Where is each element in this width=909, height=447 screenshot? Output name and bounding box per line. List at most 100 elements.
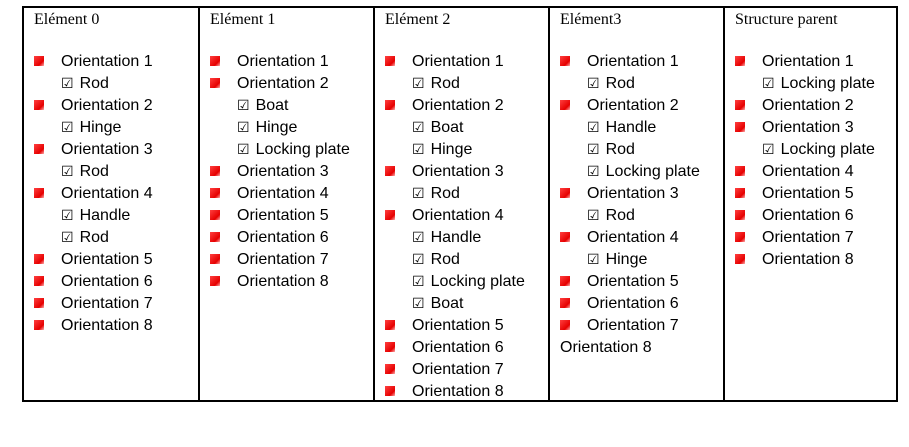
red-square-bullet-icon — [34, 55, 44, 66]
red-square-bullet-icon — [210, 253, 220, 264]
orientation-label: Orientation 5 — [237, 207, 329, 224]
checkbox-checked-icon: ☑ — [412, 76, 425, 92]
component-item: ☑Handle — [34, 205, 198, 227]
orientation-label: Orientation 5 — [61, 251, 153, 268]
checkbox-checked-icon: ☑ — [587, 208, 600, 224]
red-square-bullet-icon — [34, 297, 44, 308]
component-item: ☑ Locking plate — [560, 161, 723, 183]
orientation-item: Orientation 3 — [560, 183, 723, 205]
red-square-bullet-icon — [34, 143, 44, 154]
red-square-bullet-icon — [34, 275, 44, 286]
component-label: Rod — [79, 75, 109, 92]
component-item: ☑ Rod — [385, 73, 548, 95]
component-label: Rod — [430, 75, 460, 92]
orientation-label: Orientation 7 — [762, 229, 854, 246]
red-square-bullet-icon — [210, 165, 220, 176]
red-square-bullet-icon — [560, 55, 570, 66]
component-item: ☑Rod — [560, 205, 723, 227]
orientation-item: Orientation 7 — [735, 227, 896, 249]
orientation-label: Orientation 5 — [587, 273, 679, 290]
component-label: Boat — [255, 97, 289, 114]
checkbox-checked-icon: ☑ — [587, 164, 600, 180]
orientation-label: Orientation 8 — [237, 273, 329, 290]
red-square-bullet-icon — [560, 297, 570, 308]
orientation-item: Orientation 8 — [210, 271, 373, 293]
orientation-label: Orientation 1 — [587, 53, 679, 70]
red-square-bullet-icon — [385, 55, 395, 66]
red-square-bullet-icon — [735, 231, 745, 242]
orientation-item: Orientation 7 — [385, 359, 548, 381]
red-square-bullet-icon — [210, 187, 220, 198]
orientation-label: Orientation 1 — [61, 53, 153, 70]
orientation-item: Orientation 3 — [735, 117, 896, 139]
column-header: Elément 1 — [210, 11, 276, 28]
orientation-label: Orientation 6 — [587, 295, 679, 312]
orientation-item: Orientation 3 — [34, 139, 198, 161]
orientation-label: Orientation 3 — [587, 185, 679, 202]
orientation-item: Orientation 4 — [210, 183, 373, 205]
orientation-item: Orientation 1 — [34, 51, 198, 73]
orientation-label: Orientation 5 — [412, 317, 504, 334]
orientation-label: Orientation 4 — [61, 185, 153, 202]
red-square-bullet-icon — [385, 319, 395, 330]
orientation-item: Orientation 1 — [385, 51, 548, 73]
checkbox-checked-icon: ☑ — [412, 252, 425, 268]
orientation-item: Orientation 6 — [210, 227, 373, 249]
component-label: Rod — [79, 229, 109, 246]
red-square-bullet-icon — [560, 231, 570, 242]
component-item: ☑Hinge — [210, 117, 373, 139]
component-label: Hinge — [255, 119, 298, 136]
orientation-label: Orientation 2 — [587, 97, 679, 114]
red-square-bullet-icon — [34, 319, 44, 330]
component-item: ☑Handle — [560, 117, 723, 139]
orientation-label: Orientation 6 — [61, 273, 153, 290]
orientation-item: Orientation 3 — [210, 161, 373, 183]
component-item: ☑Rod — [34, 161, 198, 183]
red-square-bullet-icon — [210, 55, 220, 66]
orientation-label: Orientation 8 — [762, 251, 854, 268]
component-label: Locking plate — [605, 163, 700, 180]
checkbox-checked-icon: ☑ — [762, 76, 775, 92]
orientation-label: Orientation 4 — [587, 229, 679, 246]
red-square-bullet-icon — [560, 99, 570, 110]
checkbox-checked-icon: ☑ — [412, 186, 425, 202]
component-item: ☑Locking plate — [385, 271, 548, 293]
checkbox-checked-icon: ☑ — [61, 120, 74, 136]
orientation-item: Orientation 1 — [210, 51, 373, 73]
orientation-label: Orientation 4 — [762, 163, 854, 180]
orientation-label: Orientation 5 — [762, 185, 854, 202]
orientation-item-plain: Orientation 8 — [560, 337, 723, 359]
red-square-bullet-icon — [34, 187, 44, 198]
orientation-label: Orientation 2 — [762, 97, 854, 114]
column-structure-parent: Structure parent Orientation 1☑Locking p… — [725, 8, 896, 400]
orientation-item: Orientation 4 — [34, 183, 198, 205]
orientation-item: Orientation 6 — [385, 337, 548, 359]
orientation-label: Orientation 2 — [412, 97, 504, 114]
component-item: ☑Hinge — [385, 139, 548, 161]
orientation-item: Orientation 7 — [34, 293, 198, 315]
orientation-item: Orientation 5 — [34, 249, 198, 271]
orientation-label: Orientation 8 — [61, 317, 153, 334]
column-header: Structure parent — [735, 11, 838, 28]
orientation-item: Orientation 8 — [385, 381, 548, 403]
orientation-item: Orientation 2 — [735, 95, 896, 117]
orientation-label: Orientation 7 — [237, 251, 329, 268]
orientation-item: Orientation 5 — [560, 271, 723, 293]
orientation-label: Orientation 2 — [237, 75, 329, 92]
checkbox-checked-icon: ☑ — [412, 274, 425, 290]
red-square-bullet-icon — [385, 165, 395, 176]
checkbox-checked-icon: ☑ — [412, 230, 425, 246]
orientation-label: Orientation 2 — [61, 97, 153, 114]
red-square-bullet-icon — [735, 99, 745, 110]
orientation-item: Orientation 6 — [34, 271, 198, 293]
red-square-bullet-icon — [210, 231, 220, 242]
red-square-bullet-icon — [385, 341, 395, 352]
component-label: Rod — [605, 75, 635, 92]
checkbox-checked-icon: ☑ — [587, 252, 600, 268]
